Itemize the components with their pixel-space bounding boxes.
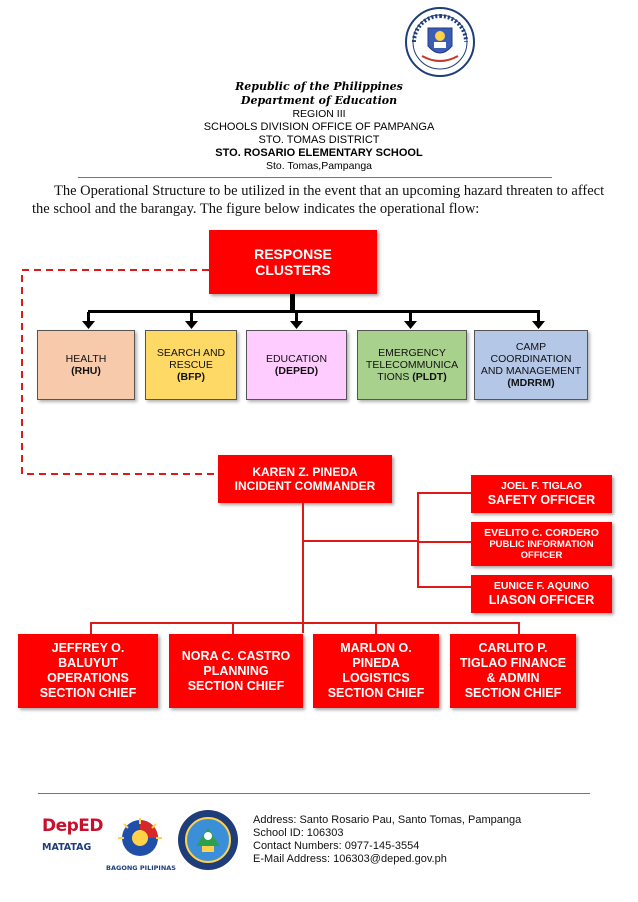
finance-line4: SECTION CHIEF (464, 686, 562, 700)
school-name: STO. ROSARIO ELEMENTARY SCHOOL (215, 147, 423, 159)
section-drop-finance (518, 622, 520, 634)
deped-seal-icon (405, 7, 475, 77)
staff-link-pio (417, 541, 471, 543)
operations-chief-box: JEFFREY O. BALUYUT OPERATIONS SECTION CH… (18, 634, 158, 708)
cluster-telecom-agency: (PLDT) (412, 371, 447, 383)
planning-line1: NORA C. CASTRO (181, 648, 291, 663)
bagong-pilipinas-text: BAGONG PILIPINAS (106, 864, 176, 872)
commander-name: KAREN Z. PINEDA (252, 465, 358, 479)
staff-branch (302, 540, 418, 542)
cluster-education-agency: (DEPED) (274, 365, 319, 377)
incident-commander-box: KAREN Z. PINEDA INCIDENT COMMANDER (218, 455, 392, 503)
liason-officer-name: EUNICE F. AQUINO (493, 580, 590, 592)
logistics-line3: LOGISTICS (342, 671, 410, 685)
cluster-health-label: HEALTH (65, 353, 107, 365)
logistics-chief-box: MARLON O. PINEDA LOGISTICS SECTION CHIEF (313, 634, 439, 708)
cluster-health-agency: (RHU) (71, 365, 101, 377)
response-clusters-box: RESPONSE CLUSTERS (209, 230, 377, 294)
staff-link-safety (417, 492, 471, 494)
deped-matatag-logo: DepED MATATAG (42, 816, 108, 872)
commander-stem (302, 503, 304, 633)
cluster-camp-label2: COORDINATION (490, 353, 572, 365)
cluster-stem (290, 294, 295, 312)
section-drop-planning (232, 622, 234, 634)
safety-officer-name: JOEL F. TIGLAO (501, 480, 582, 492)
section-drop-logistics (375, 622, 377, 634)
ops-line3: OPERATIONS (47, 671, 129, 685)
cluster-search-label2: RESCUE (169, 359, 213, 371)
pio-box: EVELITO C. CORDERO PUBLIC INFORMATION OF… (471, 522, 612, 566)
department-line: Department of Education (240, 94, 398, 107)
section-drop-ops (90, 622, 92, 634)
school-location: Sto. Tomas,Pampanga (265, 160, 373, 172)
cluster-camp-label3: AND MANAGEMENT (480, 365, 582, 377)
finance-chief-box: CARLITO P. TIGLAO FINANCE & ADMIN SECTIO… (450, 634, 576, 708)
ops-line4: SECTION CHIEF (39, 686, 137, 700)
footer-school-id: School ID: 106303 (253, 827, 344, 839)
cluster-search-label1: SEARCH AND (156, 347, 226, 359)
region-line: REGION III (292, 108, 346, 120)
cluster-bar (88, 310, 540, 313)
cluster-search-rescue: SEARCH AND RESCUE (BFP) (145, 330, 237, 400)
response-line2: CLUSTERS (255, 262, 331, 278)
cluster-education-label: EDUCATION (265, 353, 328, 365)
cluster-education: EDUCATION (DEPED) (246, 330, 347, 400)
cluster-health: HEALTH (RHU) (37, 330, 135, 400)
footer-divider (38, 793, 590, 794)
planning-line3: SECTION CHIEF (187, 678, 285, 693)
cluster-camp-label1: CAMP (515, 341, 547, 353)
pio-name: EVELITO C. CORDERO (484, 527, 599, 539)
bagong-pilipinas-icon (118, 818, 162, 856)
ops-line2: BALUYUT (58, 656, 118, 670)
deped-logo-text: DepED (42, 816, 104, 836)
sections-bar (90, 622, 520, 624)
staff-link-liason (417, 586, 471, 588)
finance-line3: & ADMIN (486, 671, 540, 685)
cluster-arrows (82, 312, 545, 329)
staff-spine (417, 492, 419, 587)
cluster-search-agency: (BFP) (177, 371, 205, 383)
planning-chief-box: NORA C. CASTRO PLANNING SECTION CHIEF (169, 634, 303, 708)
cluster-telecom-label3: TIONS (PLDT) (377, 371, 446, 383)
dashed-connector (21, 269, 218, 475)
district-line: STO. TOMAS DISTRICT (258, 134, 380, 146)
cluster-camp: CAMP COORDINATION AND MANAGEMENT (MDRRM) (474, 330, 588, 400)
cluster-camp-agency: (MDRRM) (507, 377, 555, 389)
planning-line2: PLANNING (203, 663, 269, 678)
footer-email: E-Mail Address: 106303@deped.gov.ph (253, 853, 447, 865)
safety-officer-box: JOEL F. TIGLAO SAFETY OFFICER (471, 475, 612, 513)
footer-contact: Contact Numbers: 0977-145-3554 (253, 840, 420, 852)
header-divider (78, 177, 552, 178)
school-seal-icon (178, 810, 238, 870)
footer-address: Address: Santo Rosario Pau, Santo Tomas,… (253, 814, 522, 826)
response-line1: RESPONSE (254, 246, 332, 262)
logistics-line1: MARLON O. (340, 641, 412, 655)
cluster-telecom-tail: TIONS (377, 371, 413, 383)
finance-line2: TIGLAO FINANCE (459, 656, 567, 670)
republic-line: Republic of the Philippines (235, 80, 403, 93)
safety-officer-role: SAFETY OFFICER (487, 493, 596, 507)
pio-role: PUBLIC INFORMATION OFFICER (489, 539, 594, 561)
commander-role: INCIDENT COMMANDER (234, 479, 376, 493)
matatag-text: MATATAG (42, 842, 92, 853)
ops-line1: JEFFREY O. (51, 641, 125, 655)
logistics-line4: SECTION CHIEF (327, 686, 425, 700)
liason-officer-box: EUNICE F. AQUINO LIASON OFFICER (471, 575, 612, 613)
cluster-telecom-label2: TELECOMMUNICA (365, 359, 459, 371)
division-line: SCHOOLS DIVISION OFFICE OF PAMPANGA (203, 121, 435, 133)
logistics-line2: PINEDA (352, 656, 400, 670)
cluster-telecom-label1: EMERGENCY (378, 347, 446, 359)
intro-paragraph: The Operational Structure to be utilized… (32, 183, 605, 217)
finance-line1: CARLITO P. (478, 641, 548, 655)
liason-officer-role: LIASON OFFICER (488, 593, 595, 607)
cluster-telecom: EMERGENCY TELECOMMUNICA TIONS (PLDT) (357, 330, 467, 400)
